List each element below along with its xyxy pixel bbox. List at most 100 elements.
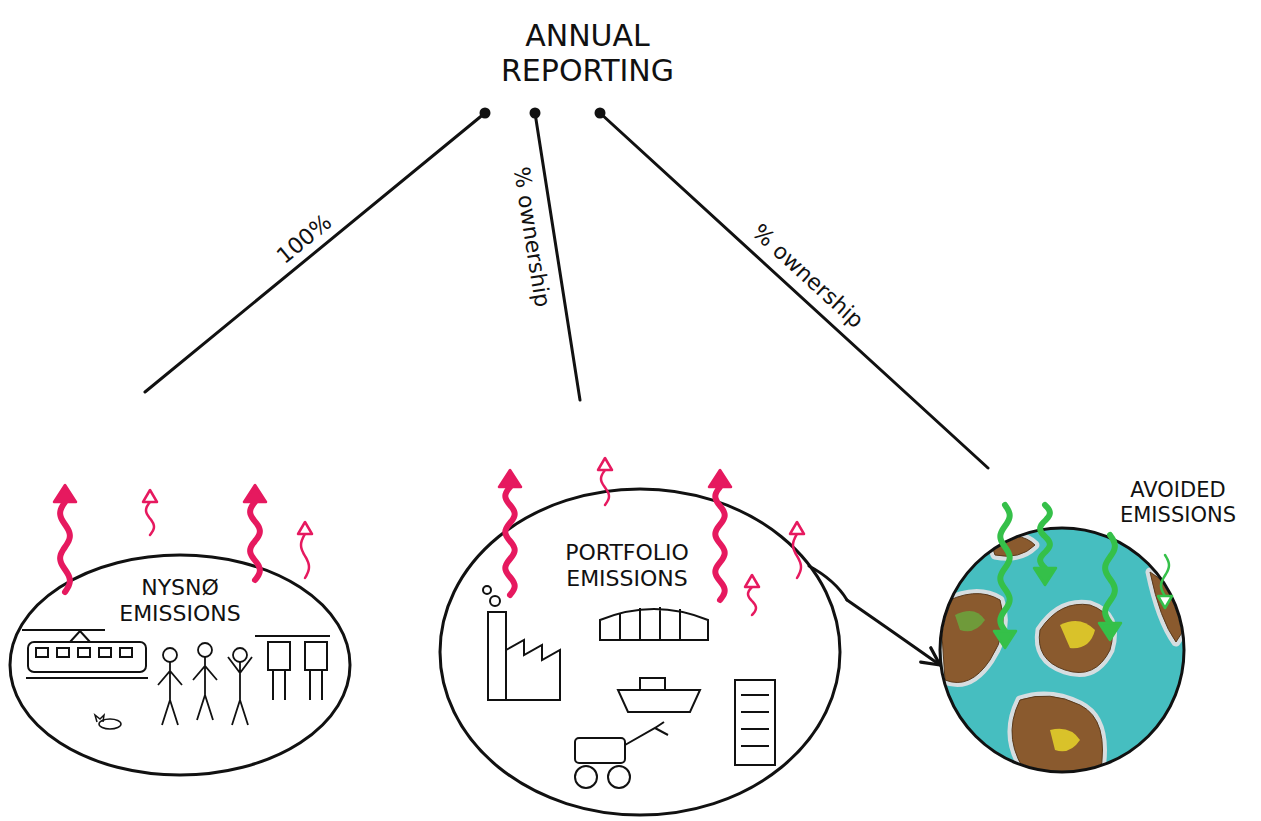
drawing-group [940,505,1190,778]
node-drawing [437,400,847,818]
emission-arrow [244,485,266,580]
wavy-shaft [793,534,801,578]
rover-body [575,738,625,763]
emission-arrow [1034,505,1056,585]
ownership-line [145,113,485,392]
factory-hall [506,640,560,700]
arrow-tip [499,470,521,487]
outline-ellipse [10,555,350,775]
drawing-group [440,458,847,815]
wavy-shaft [748,587,756,615]
arrow-tip [709,470,731,487]
wavy-shaft [301,534,309,578]
edge-label: % ownership [745,217,871,335]
wavy-shaft [1000,505,1009,631]
arrow-tip [1099,623,1121,640]
machine-legs [273,670,285,700]
overhead-wire [22,629,105,631]
label-holder: % ownership [745,217,871,335]
emission-arrow [1099,535,1121,640]
globe-outline [940,528,1184,772]
chimney [488,612,506,700]
emissions-ellipse: PORTFOLIO EMISSIONS [437,400,847,818]
arrow-tip [244,485,266,502]
wavy-shaft [1040,505,1050,568]
cat-head [95,715,104,722]
arrow-tip [1034,568,1056,585]
tram-window [36,648,48,657]
rack-slot [741,728,769,730]
wavy-shaft [60,502,70,592]
smoke [483,586,491,594]
drawing-group [10,485,350,775]
boat-cabin [640,678,665,690]
arrow-tip [994,631,1016,648]
machine-box [305,642,327,670]
land [1039,604,1112,672]
rover-arm [625,722,668,745]
label-holder: % ownership [508,162,556,311]
track [26,677,148,679]
rack-slot [741,711,769,713]
reporting-title: ANNUAL REPORTING [480,18,695,89]
wavy-shaft [601,470,609,505]
node-label: AVOIDED EMISSIONS [1103,478,1253,528]
arrow-tip [745,575,759,587]
forest [955,611,985,631]
server-rack [735,680,775,765]
emission-arrow [1158,555,1172,608]
tram-sketch [22,630,148,678]
boat-hull [618,690,700,712]
emission-arrow [709,470,731,600]
person-sketch [193,643,217,720]
head [233,648,247,662]
pantograph [70,631,90,642]
industry-sketch [483,586,775,788]
tram-window [99,648,111,657]
globe-sea [940,528,1184,772]
hub-title: ANNUAL REPORTING [480,18,699,113]
globe-node: AVOIDED EMISSIONS [940,468,1257,778]
curved-arrow [847,600,940,665]
emission-arrow [745,575,759,615]
land [940,594,1003,683]
desert [1060,621,1095,648]
rover-wheel [575,766,597,788]
person-sketch [228,648,252,725]
overhead-wire [255,635,330,637]
cat-sketch [95,715,121,729]
machine-legs [310,670,322,700]
wavy-shaft [715,487,724,600]
emission-arrow [598,458,612,505]
wavy-shaft [1161,555,1169,596]
cat-body [99,719,121,729]
wavy-shaft [505,487,514,595]
tram-window [57,648,69,657]
coast [1039,604,1112,672]
arrow-tip [598,458,612,470]
desert [1050,729,1080,752]
arrow-tip [143,490,157,502]
emissions-ellipse: NYSNØ EMISSIONS [8,392,348,804]
tram-window [78,648,90,657]
emission-arrow [499,470,521,595]
outline-bulge [809,566,847,600]
wavy-shaft [146,502,154,535]
tram-window [120,648,132,657]
continents [940,536,1190,778]
hangar [600,607,708,640]
body [193,657,217,720]
node-label: PORTFOLIO EMISSIONS [552,540,702,592]
tram-body [28,642,146,672]
edge-label: 100% [269,207,338,270]
body [158,662,182,725]
machine-box [268,642,290,670]
arrow-tip [298,522,312,534]
edge-label: % ownership [508,162,556,311]
emission-arrow [790,522,804,578]
head [198,643,212,657]
emission-arrow [54,485,76,592]
emission-arrow [143,490,157,535]
